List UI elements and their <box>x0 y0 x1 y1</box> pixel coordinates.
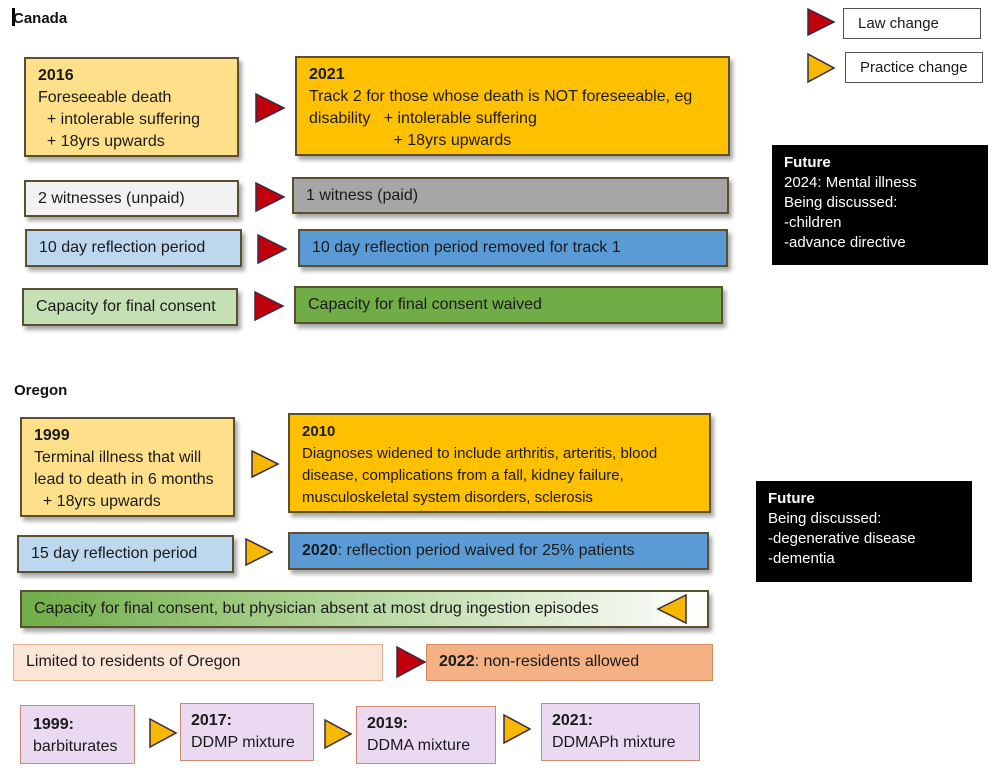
drug-year: 2021: <box>552 712 593 729</box>
drug-name: DDMA mixture <box>367 737 471 754</box>
canada-witnesses-after-box: 1 witness (paid) <box>292 177 729 214</box>
canada-reflection-after-text: 10 day reflection period removed for tra… <box>312 239 621 256</box>
oregon-future-line: -dementia <box>768 550 835 567</box>
canada-heading: Canada <box>12 8 67 27</box>
oregon-1999-line: + 18yrs upwards <box>34 493 161 510</box>
oregon-1999-title: 1999 <box>34 427 70 444</box>
canada-2016-line: + 18yrs upwards <box>38 133 165 150</box>
oregon-reflection-before-text: 15 day reflection period <box>31 545 198 562</box>
canada-capacity-after-text: Capacity for final consent waived <box>308 296 542 313</box>
drug-year: 2019: <box>367 715 408 732</box>
canada-reflection-after-box: 10 day reflection period removed for tra… <box>298 229 728 267</box>
oregon-2010-box: 2010 Diagnoses widened to include arthri… <box>288 413 711 513</box>
oregon-reflection-before-box: 15 day reflection period <box>17 535 234 573</box>
oregon-capacity-text: Capacity for final consent, but physicia… <box>34 600 599 617</box>
canada-2016-box: 2016 Foreseeable death + intolerable suf… <box>24 57 239 157</box>
canada-witnesses-before-box: 2 witnesses (unpaid) <box>24 180 239 217</box>
drug-2017-box: 2017: DDMP mixture <box>180 703 314 761</box>
canada-capacity-after-box: Capacity for final consent waived <box>294 286 723 324</box>
oregon-2010-title: 2010 <box>302 423 336 440</box>
oregon-heading: Oregon <box>14 382 68 399</box>
oregon-1999-line: lead to death in 6 months <box>34 471 214 488</box>
canada-heading-text: Canada <box>13 10 68 27</box>
oregon-future-box: Future Being discussed: -degenerative di… <box>756 481 972 582</box>
canada-capacity-before-box: Capacity for final consent <box>22 288 238 326</box>
canada-2021-line: disability + intolerable suffering <box>309 110 537 127</box>
oregon-reflection-after-text: : reflection period waived for 25% patie… <box>337 542 635 559</box>
canada-future-line: -children <box>784 214 842 231</box>
oregon-residents-after-text: : non-residents allowed <box>474 653 640 670</box>
drug-name: DDMAPh mixture <box>552 734 676 751</box>
legend-practice-change-label: Practice change <box>860 59 968 76</box>
canada-reflection-before-box: 10 day reflection period <box>25 229 242 267</box>
oregon-2010-line: Diagnoses widened to include arthritis, … <box>302 445 658 462</box>
drug-name: barbiturates <box>33 738 118 755</box>
legend-practice-change: Practice change <box>845 52 983 83</box>
canada-reflection-before-text: 10 day reflection period <box>39 239 206 256</box>
canada-2021-box: 2021 Track 2 for those whose death is NO… <box>295 56 730 156</box>
oregon-future-line: Being discussed: <box>768 510 882 527</box>
canada-future-line: 2024: Mental illness <box>784 174 917 191</box>
canada-2016-line: Foreseeable death <box>38 89 172 106</box>
canada-2021-title: 2021 <box>309 66 345 83</box>
oregon-1999-line: Terminal illness that will <box>34 449 202 466</box>
oregon-reflection-after-box: 2020: reflection period waived for 25% p… <box>288 532 709 570</box>
drug-2019-box: 2019: DDMA mixture <box>356 706 496 764</box>
canada-capacity-before-text: Capacity for final consent <box>36 298 216 315</box>
oregon-future-title: Future <box>768 490 815 507</box>
oregon-residents-after-year: 2022 <box>439 653 475 670</box>
oregon-residents-after-box: 2022: non-residents allowed <box>426 644 713 681</box>
canada-future-box: Future 2024: Mental illness Being discus… <box>772 145 988 265</box>
canada-future-title: Future <box>784 154 831 171</box>
canada-2016-line: + intolerable suffering <box>38 111 201 128</box>
legend-law-change: Law change <box>843 8 981 39</box>
drug-year: 2017: <box>191 712 232 729</box>
canada-future-line: -advance directive <box>784 234 906 251</box>
oregon-2010-line: musculoskeletal system disorders, sclero… <box>302 489 593 506</box>
canada-witnesses-after-text: 1 witness (paid) <box>306 187 419 204</box>
oregon-2010-line: disease, complications from a fall, kidn… <box>302 467 624 484</box>
canada-2021-line: + 18yrs upwards <box>309 132 512 149</box>
drug-2021-box: 2021: DDMAPh mixture <box>541 703 700 761</box>
oregon-1999-box: 1999 Terminal illness that will lead to … <box>20 417 235 517</box>
text-cursor <box>12 8 15 26</box>
oregon-capacity-box: Capacity for final consent, but physicia… <box>20 590 709 628</box>
drug-1999-box: 1999: barbiturates <box>20 705 135 764</box>
canada-future-line: Being discussed: <box>784 194 898 211</box>
oregon-residents-before-text: Limited to residents of Oregon <box>26 653 241 670</box>
legend-law-change-label: Law change <box>858 15 939 32</box>
oregon-residents-before-box: Limited to residents of Oregon <box>13 644 383 681</box>
oregon-reflection-after-year: 2020 <box>302 542 338 559</box>
canada-witnesses-before-text: 2 witnesses (unpaid) <box>38 190 185 207</box>
oregon-future-line: -degenerative disease <box>768 530 916 547</box>
drug-year: 1999: <box>33 716 74 733</box>
drug-name: DDMP mixture <box>191 734 295 751</box>
canada-2021-line: Track 2 for those whose death is NOT for… <box>309 88 693 105</box>
canada-2016-title: 2016 <box>38 67 74 84</box>
